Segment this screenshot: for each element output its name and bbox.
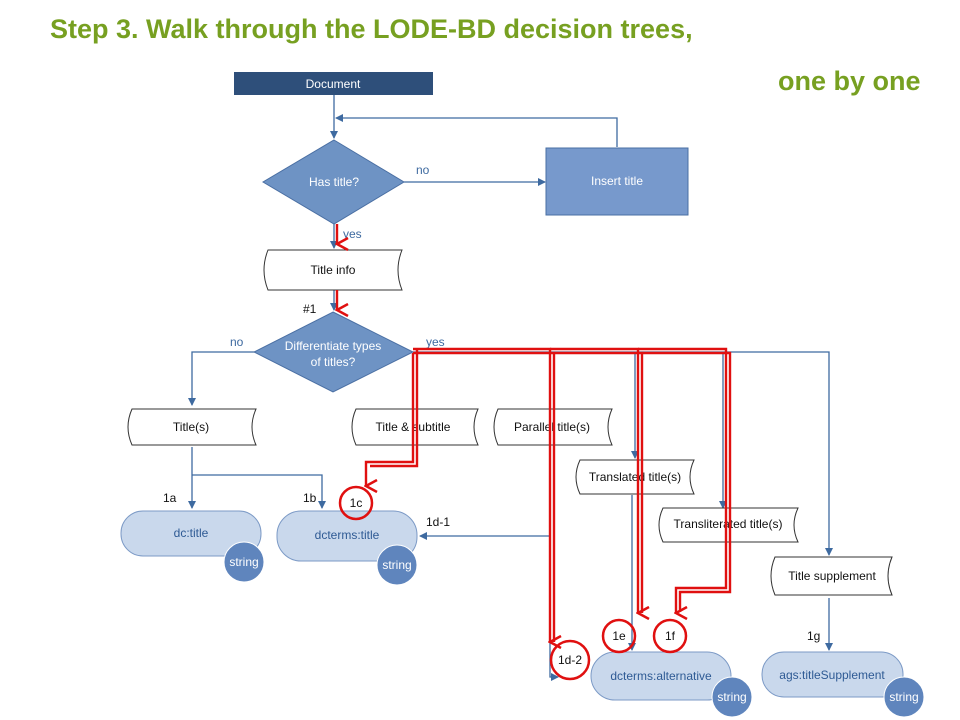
- insert-title-box: [545, 147, 689, 216]
- dcterms-alternative-label: dcterms:alternative: [610, 669, 712, 683]
- titles-label: Title(s): [173, 420, 209, 434]
- dcterms-alternative-pill: [590, 651, 732, 701]
- slide-title-line2: one by one: [778, 66, 921, 96]
- ags-string-label: string: [889, 690, 918, 704]
- red-circle-1d-2: [549, 639, 591, 681]
- dc-title-pill: [120, 510, 262, 557]
- red-circle-1e: [601, 618, 637, 654]
- dc-title-string-label: string: [229, 555, 258, 569]
- dc-title-string-circle: [223, 541, 265, 583]
- red-path-1f-double: [642, 351, 732, 612]
- translated-titles-box: [575, 459, 695, 495]
- step-label-1a: 1a: [163, 491, 177, 505]
- document-box: [234, 72, 433, 95]
- red-circle-1c: [338, 485, 374, 521]
- differentiate-label-line1: Differentiate types: [285, 339, 382, 353]
- edge-label-yes-1: yes: [343, 227, 362, 241]
- edge-label-yes-2: yes: [426, 335, 445, 349]
- step-label-1f: 1f: [665, 629, 676, 643]
- translated-titles-label: Translated title(s): [589, 470, 681, 484]
- has-title-diamond: [262, 139, 405, 225]
- ags-string-circle: [883, 676, 925, 718]
- title-supplement-box: [770, 556, 893, 596]
- transliterated-titles-box: [658, 507, 799, 543]
- red-highlight-paths: [337, 224, 732, 642]
- slide-title-line1: Step 3. Walk through the LODE-BD decisio…: [50, 14, 693, 44]
- red-path-1f: [638, 347, 728, 613]
- dcterms-alternative-string-circle: [711, 676, 753, 718]
- dcterms-title-string-label: string: [382, 558, 411, 572]
- title-info-box: [263, 249, 403, 291]
- red-path-1d-2: [413, 347, 550, 642]
- arrow-no-to-titles: [188, 351, 254, 406]
- step-label-1c: 1c: [350, 496, 363, 510]
- title-subtitle-box: [351, 408, 479, 446]
- red-path-1d-2-double: [413, 351, 556, 642]
- titles-box: [127, 408, 257, 446]
- edge-label-no-2: no: [230, 335, 244, 349]
- step-label-1b: 1b: [303, 491, 317, 505]
- red-path-1c-double: [370, 349, 419, 468]
- edge-label-no-1: no: [416, 163, 430, 177]
- differentiate-diamond: [252, 311, 415, 393]
- dc-title-label: dc:title: [174, 526, 209, 540]
- document-label: Document: [306, 77, 361, 91]
- title-info-label: Title info: [311, 263, 356, 277]
- step-label-1d-1: 1d-1: [426, 515, 450, 529]
- dcterms-title-string-circle: [376, 544, 418, 586]
- differentiate-label-line2: of titles?: [311, 355, 356, 369]
- has-title-label: Has title?: [309, 175, 359, 189]
- dcterms-title-label: dcterms:title: [315, 528, 380, 542]
- transliterated-titles-label: Transliterated title(s): [674, 517, 783, 531]
- ags-title-supplement-label: ags:titleSupplement: [779, 668, 885, 682]
- red-circle-1f: [652, 618, 688, 654]
- dcterms-title-pill: [276, 510, 418, 562]
- step-number-label: #1: [303, 302, 317, 316]
- arrow-titles-to-dcterms-title: [192, 474, 326, 509]
- title-supplement-label: Title supplement: [788, 569, 876, 583]
- dcterms-alternative-string-label: string: [717, 690, 746, 704]
- step-label-1g: 1g: [807, 629, 820, 643]
- ags-title-supplement-pill: [761, 651, 904, 698]
- step-label-1d-2: 1d-2: [558, 653, 582, 667]
- arrow-insert-title-back: [335, 114, 618, 147]
- step-label-1e: 1e: [612, 629, 626, 643]
- parallel-titles-label: Parallel title(s): [514, 420, 590, 434]
- insert-title-label: Insert title: [591, 174, 643, 188]
- red-path-1c: [366, 353, 415, 486]
